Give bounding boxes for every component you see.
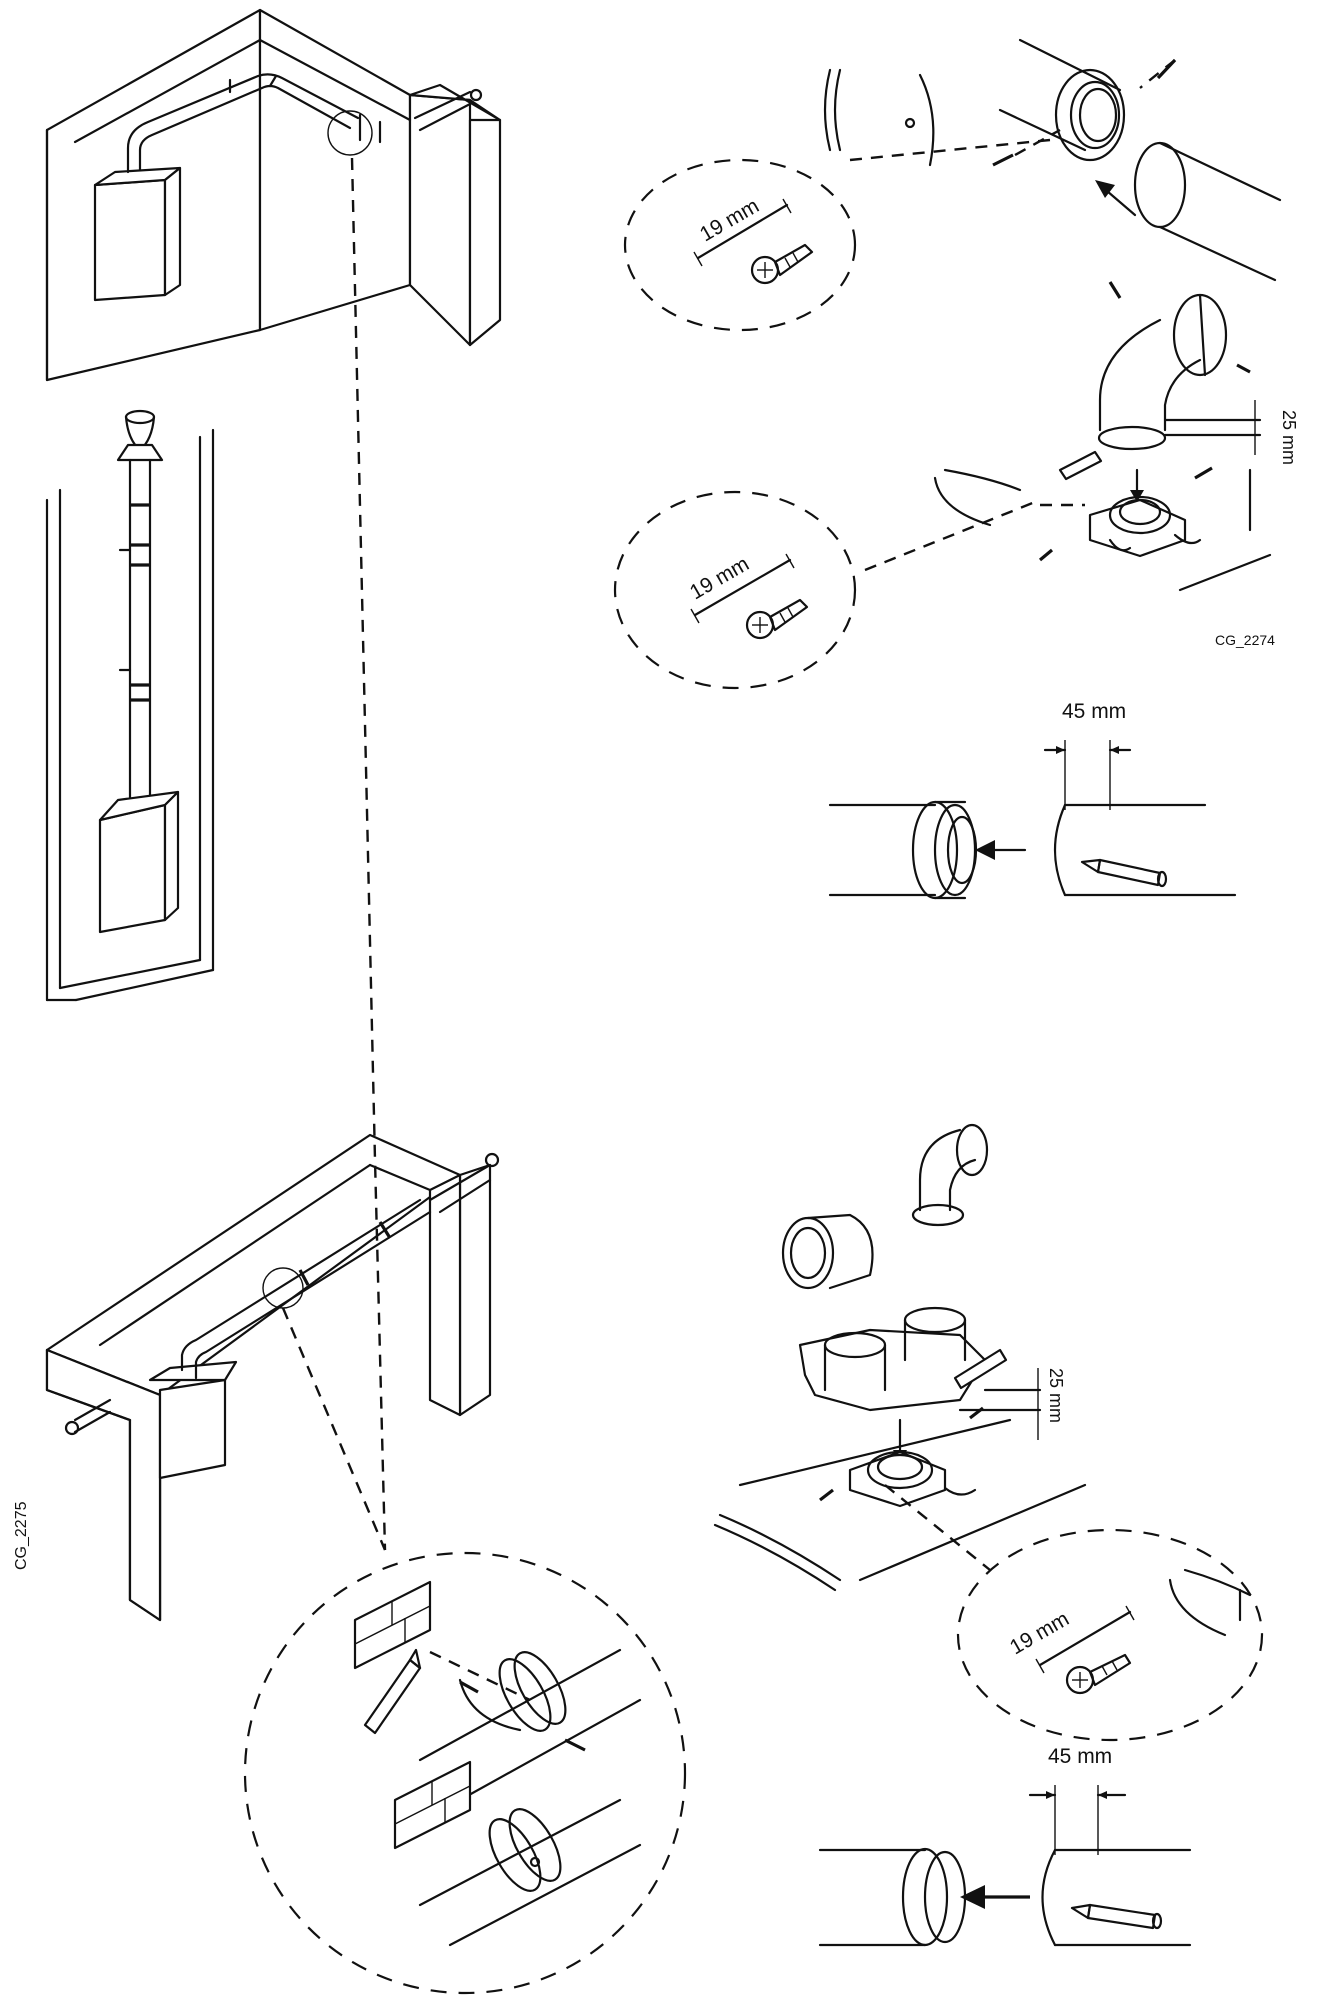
insertion-depth-label-2: 45 mm xyxy=(1048,1745,1112,1768)
wall-bracket-detail xyxy=(243,1551,687,1995)
screw-icon xyxy=(745,598,809,640)
screw-detail-1: 19 mm xyxy=(623,158,857,332)
wall-horizontal-installation xyxy=(45,1133,500,1622)
screw-icon xyxy=(1065,1653,1132,1695)
vertical-flue-installation xyxy=(45,409,215,1002)
wall-corner-installation xyxy=(45,8,502,382)
pencil-icon xyxy=(1080,858,1168,888)
leader-line-bottom xyxy=(281,1307,387,1551)
screw-icon xyxy=(459,1680,586,1752)
bracket-icon xyxy=(848,1450,977,1508)
screw-icon xyxy=(819,1406,984,1502)
arrow-icon xyxy=(1095,180,1137,217)
figure-code-side: CG_2275 xyxy=(13,1501,30,1570)
pipe-icon xyxy=(64,1152,500,1436)
boiler-icon xyxy=(148,1360,238,1480)
boiler-icon xyxy=(98,790,180,934)
bend-offset-label-1: 25 mm xyxy=(1279,410,1299,465)
pipe-join-detail xyxy=(823,38,1282,282)
screw-detail-2: 19 mm xyxy=(613,490,857,690)
insertion-depth-label-1: 45 mm xyxy=(1062,700,1126,723)
pencil-icon xyxy=(953,1348,1008,1390)
screw-icon xyxy=(1038,281,1251,562)
screw-detail-3: 19 mm xyxy=(956,1528,1264,1742)
pencil-icon xyxy=(1070,1903,1163,1930)
screw-length-label-2: 19 mm xyxy=(686,552,753,604)
arrow-icon xyxy=(1130,468,1144,502)
twin-adapter-assembly: 25 mm xyxy=(713,1123,1087,1592)
screw-icon xyxy=(750,243,814,285)
arrow-icon xyxy=(960,1885,1030,1909)
bend-offset-label-2: 25 mm xyxy=(1046,1368,1066,1423)
insertion-depth-detail-2: 45 mm xyxy=(818,1745,1192,1947)
insertion-depth-detail-1: 45 mm xyxy=(828,700,1237,900)
arrow-icon xyxy=(975,840,1027,860)
figure-code-top: CG_2274 xyxy=(1215,632,1275,648)
bend-bracket-detail: 25 mm xyxy=(864,281,1299,592)
boiler-icon xyxy=(93,166,182,302)
bracket-icon xyxy=(1088,495,1202,558)
pencil-icon xyxy=(363,1648,422,1735)
pencil-icon xyxy=(1058,450,1103,481)
leader-line-top xyxy=(350,157,387,1551)
